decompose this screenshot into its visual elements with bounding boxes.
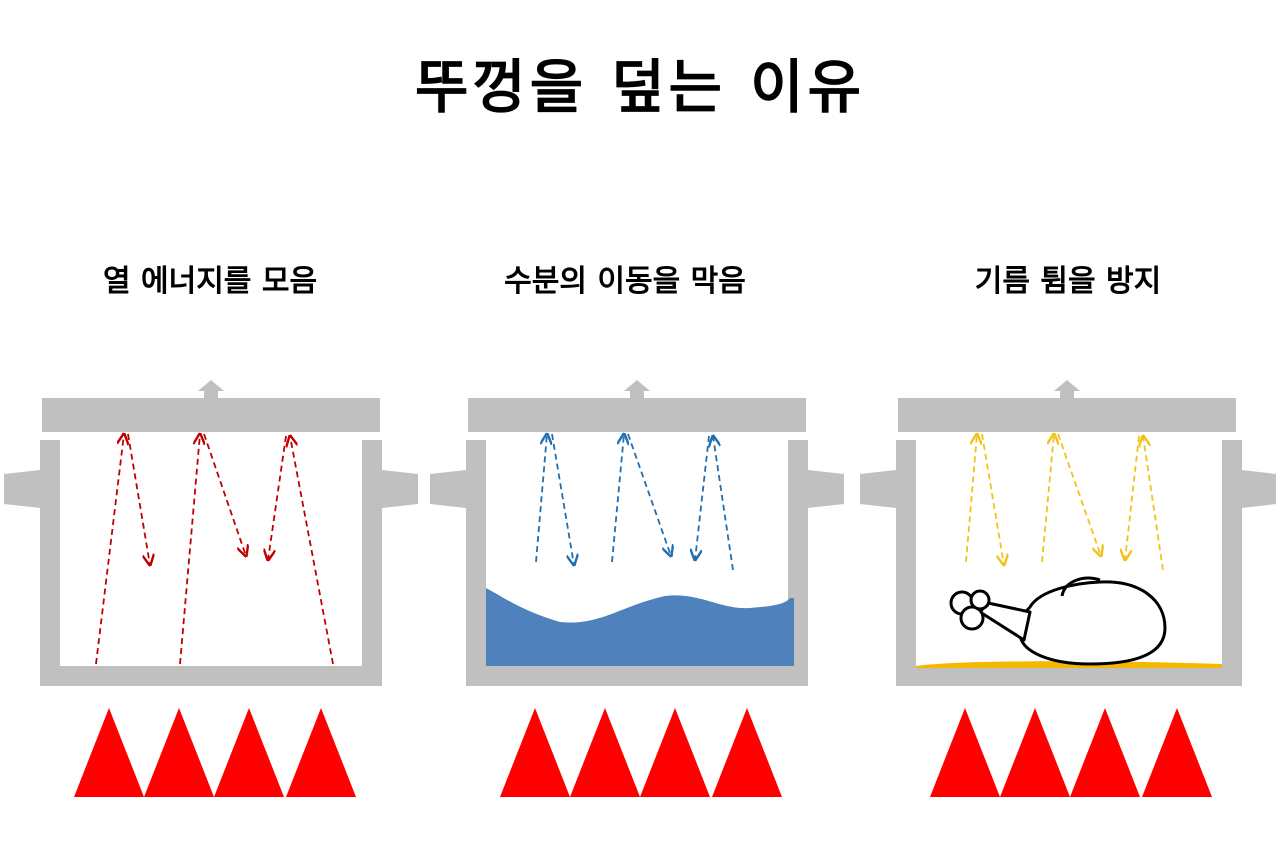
flame	[500, 708, 570, 797]
flames	[500, 708, 782, 797]
flames	[74, 708, 356, 797]
heat-arrow-up	[290, 436, 334, 665]
flame	[286, 708, 356, 797]
pot-water	[430, 380, 844, 797]
oil-arrow-down	[1125, 435, 1140, 560]
oil-layer	[916, 661, 1222, 668]
lid-knob	[624, 380, 650, 398]
pot-handle-left	[4, 470, 40, 508]
lid	[42, 398, 380, 432]
moisture-arrows	[535, 433, 734, 571]
water-surface	[486, 588, 794, 666]
pot-bottom	[40, 666, 382, 686]
panel-label-heat: 열 에너지를 모음	[102, 264, 318, 299]
pot-handle-left	[430, 470, 466, 508]
panel-label-moisture: 수분의 이동을 막음	[504, 264, 746, 299]
pot-handle-left	[860, 470, 896, 508]
flame	[930, 708, 1000, 797]
flame	[1000, 708, 1070, 797]
pot-wall-left	[40, 440, 60, 686]
panel-label-oil: 기름 튐을 방지	[974, 264, 1162, 299]
pot-bottom	[466, 666, 808, 686]
lid-knob	[1054, 380, 1080, 398]
flame	[712, 708, 782, 797]
heat-arrow-down	[127, 433, 150, 565]
flames	[930, 708, 1212, 797]
oil-arrows	[965, 433, 1164, 571]
oil-arrow-down	[1057, 433, 1101, 556]
page-title: 뚜껑을 덮는 이유	[415, 53, 865, 121]
pot-oil	[860, 380, 1276, 797]
heat-arrow-down	[203, 433, 246, 556]
pot-handle-right	[808, 470, 844, 508]
lid	[898, 398, 1236, 432]
moisture-arrow-down	[551, 433, 574, 565]
fried-chicken-icon	[949, 576, 1167, 666]
oil-arrow-up	[1041, 434, 1054, 563]
oil-arrow-up	[1143, 436, 1164, 571]
moisture-arrow-up	[611, 434, 624, 563]
pot-wall-left	[466, 440, 486, 686]
flame	[1070, 708, 1140, 797]
pot-bottom	[896, 666, 1242, 686]
heat-arrow-down	[268, 435, 287, 560]
heat-arrow-up	[95, 434, 124, 665]
flame	[640, 708, 710, 797]
oil-arrow-up	[965, 434, 977, 563]
moisture-arrow-up	[713, 436, 734, 571]
flame	[570, 708, 640, 797]
flame	[74, 708, 144, 797]
moisture-arrow-down	[695, 435, 710, 560]
pot-handle-right	[1242, 470, 1276, 508]
moisture-arrow-up	[535, 434, 547, 563]
flame	[1142, 708, 1212, 797]
pot-heat	[4, 380, 418, 797]
pot-wall-right	[362, 440, 382, 686]
flame	[144, 708, 214, 797]
heat-arrows	[95, 433, 334, 665]
pot-wall-left	[896, 440, 916, 686]
lid	[468, 398, 806, 432]
flame	[214, 708, 284, 797]
lid-knob	[198, 380, 224, 398]
pot-wall-right	[1222, 440, 1242, 686]
heat-arrow-up	[179, 434, 200, 665]
pot-handle-right	[382, 470, 418, 508]
oil-arrow-down	[981, 433, 1004, 565]
moisture-arrow-down	[627, 433, 671, 556]
